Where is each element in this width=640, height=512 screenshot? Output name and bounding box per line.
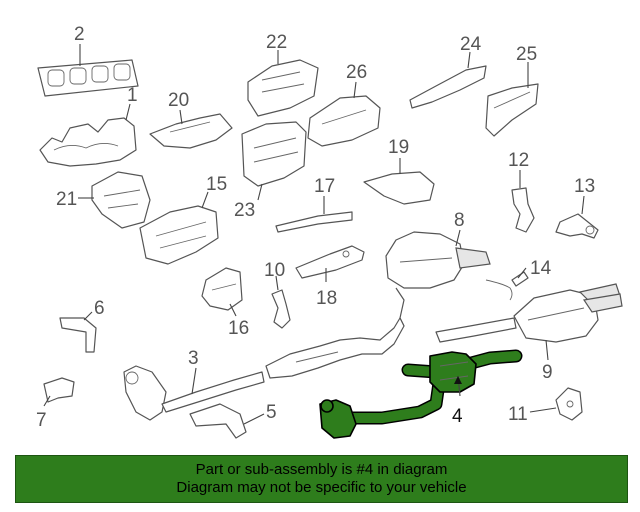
callout-19[interactable]: 19 bbox=[388, 137, 409, 158]
info-banner: Part or sub-assembly is #4 in diagram Di… bbox=[15, 455, 628, 503]
leader-7 bbox=[43, 395, 51, 407]
leader-5 bbox=[243, 413, 265, 425]
part-11-bracket[interactable] bbox=[555, 387, 583, 421]
callout-1[interactable]: 1 bbox=[127, 85, 138, 106]
callout-17[interactable]: 17 bbox=[314, 176, 335, 197]
leader-15 bbox=[201, 191, 209, 209]
leader-16 bbox=[229, 303, 237, 317]
part-1-exhaust-manifold[interactable] bbox=[39, 117, 137, 167]
leader-9 bbox=[545, 339, 549, 361]
callout-11[interactable]: 11 bbox=[508, 404, 528, 425]
leader-11 bbox=[529, 407, 557, 413]
callout-12[interactable]: 12 bbox=[508, 150, 529, 171]
callout-18[interactable]: 18 bbox=[316, 288, 337, 309]
part-19-heat-shield[interactable] bbox=[363, 171, 435, 205]
leader-20 bbox=[179, 109, 183, 125]
part-15-heat-shield[interactable] bbox=[139, 205, 219, 265]
callout-20[interactable]: 20 bbox=[168, 90, 189, 111]
leader-26 bbox=[353, 81, 357, 99]
leader-6 bbox=[83, 311, 93, 321]
callout-22[interactable]: 22 bbox=[266, 32, 287, 53]
parts-diagram: 2 1 20 22 26 24 25 21 bbox=[36, 24, 623, 439]
callout-21[interactable]: 21 bbox=[56, 189, 77, 210]
callout-3[interactable]: 3 bbox=[188, 348, 199, 369]
part-7-bracket[interactable] bbox=[43, 377, 75, 403]
callout-2[interactable]: 2 bbox=[74, 24, 85, 45]
leader-23 bbox=[257, 183, 263, 201]
part-21-heat-shield[interactable] bbox=[91, 171, 151, 229]
part-22-heat-shield[interactable] bbox=[247, 59, 319, 117]
leader-3 bbox=[191, 367, 197, 395]
callout-4[interactable]: 4 bbox=[452, 406, 463, 427]
leader-10 bbox=[275, 275, 279, 291]
callout-6[interactable]: 6 bbox=[94, 298, 105, 319]
part-24-heat-shield[interactable] bbox=[409, 65, 487, 109]
leader-14 bbox=[517, 267, 527, 279]
part-17-bracket[interactable] bbox=[275, 211, 353, 233]
part-12-bracket[interactable] bbox=[511, 187, 535, 233]
part-26-heat-shield[interactable] bbox=[307, 95, 381, 147]
part-14-sensor-wire[interactable] bbox=[485, 271, 529, 301]
banner-line-disclaimer: Diagram may not be specific to your vehi… bbox=[176, 479, 467, 496]
part-8-rear-muffler[interactable] bbox=[385, 231, 491, 327]
part-20-heat-shield[interactable] bbox=[149, 113, 233, 149]
part-6-bracket[interactable] bbox=[59, 317, 97, 353]
banner-line-part: Part or sub-assembly is #4 in diagram bbox=[195, 461, 448, 478]
part-2-gasket[interactable] bbox=[37, 59, 139, 97]
part-3-front-pipe[interactable] bbox=[123, 365, 265, 421]
part-5-bracket[interactable] bbox=[189, 403, 247, 439]
leader-4-arrowhead bbox=[454, 376, 462, 384]
callout-10[interactable]: 10 bbox=[264, 260, 285, 281]
callout-13[interactable]: 13 bbox=[574, 176, 595, 197]
part-10-bracket[interactable] bbox=[271, 289, 291, 329]
callout-15[interactable]: 15 bbox=[206, 174, 227, 195]
callout-24[interactable]: 24 bbox=[460, 34, 482, 55]
callout-26[interactable]: 26 bbox=[346, 62, 367, 83]
part-16-heat-shield[interactable] bbox=[201, 267, 243, 311]
callout-8[interactable]: 8 bbox=[454, 210, 465, 231]
leader-24 bbox=[467, 51, 471, 69]
leader-1 bbox=[125, 103, 131, 121]
leader-13 bbox=[581, 195, 585, 215]
intermediate-pipe[interactable] bbox=[265, 317, 405, 379]
callout-14[interactable]: 14 bbox=[530, 258, 552, 279]
leader-8 bbox=[455, 229, 461, 247]
part-25-heat-shield[interactable] bbox=[485, 83, 539, 137]
part-23-heat-shield[interactable] bbox=[241, 121, 307, 187]
callout-7[interactable]: 7 bbox=[36, 410, 47, 431]
callout-5[interactable]: 5 bbox=[266, 402, 277, 423]
callout-25[interactable]: 25 bbox=[516, 44, 537, 65]
part-13-hanger[interactable] bbox=[555, 213, 599, 239]
callout-23[interactable]: 23 bbox=[234, 200, 255, 221]
callout-9[interactable]: 9 bbox=[542, 362, 553, 383]
part-9-rear-muffler[interactable] bbox=[435, 283, 623, 343]
part-18-bracket[interactable] bbox=[295, 245, 365, 279]
part-4-catalytic-converter-assembly[interactable] bbox=[319, 349, 523, 439]
callout-16[interactable]: 16 bbox=[228, 318, 249, 339]
